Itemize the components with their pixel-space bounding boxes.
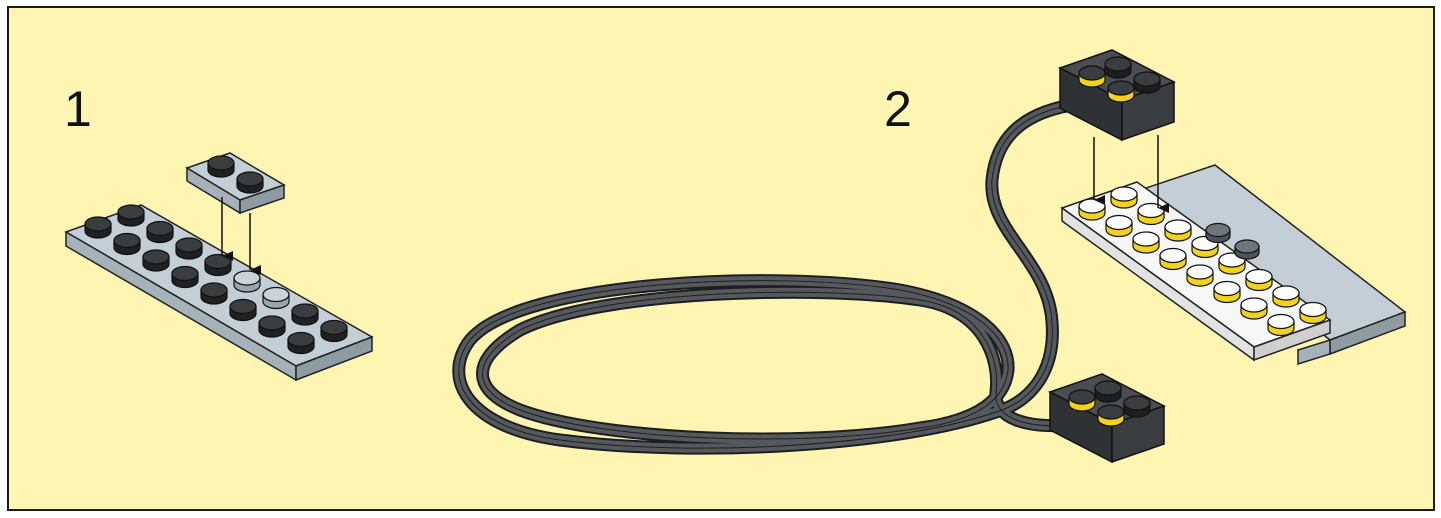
stud-top [1079, 199, 1105, 213]
stud-top [1095, 381, 1121, 395]
stud-top [1098, 405, 1124, 419]
stud-top [1124, 396, 1150, 410]
stud-top [1160, 249, 1186, 263]
stud-top [1268, 315, 1294, 329]
stud-top [1241, 298, 1267, 312]
stud-top [1300, 303, 1326, 317]
wire-cable-icon [459, 104, 1078, 448]
stud-top [1111, 187, 1137, 201]
stud-top [1134, 72, 1160, 86]
stud-top [205, 255, 231, 269]
sensor-brick-icon [1050, 374, 1164, 462]
stud-top [1105, 57, 1131, 71]
stud-top [263, 288, 289, 302]
stud-top [1069, 390, 1095, 404]
sensor-brick-icon [1060, 50, 1174, 140]
stud-top [230, 300, 256, 314]
stud-top [114, 234, 140, 248]
step-2-plate-assembly [1062, 165, 1405, 364]
stud-top [1133, 232, 1159, 246]
stud-top [118, 205, 144, 219]
stud-top [1106, 216, 1132, 230]
stud-top [234, 271, 260, 285]
stud-top [1187, 265, 1213, 279]
stud-top [288, 333, 314, 347]
stud-top [201, 283, 227, 297]
stud-top [292, 304, 318, 318]
stud-top [237, 172, 263, 186]
step-1-small-plate [187, 153, 284, 213]
stud-top [1108, 81, 1134, 95]
stud-top [1246, 270, 1272, 284]
stud-top [1235, 240, 1259, 253]
stud-top [147, 222, 173, 236]
stud-top [1138, 204, 1164, 218]
stud-top [172, 267, 198, 281]
stud-top [1214, 282, 1240, 296]
stud-top [85, 217, 111, 231]
stud-top [1206, 224, 1230, 237]
stud-top [143, 250, 169, 264]
stud-top [208, 156, 234, 170]
stud-top [259, 316, 285, 330]
stud-top [321, 321, 347, 335]
stud-top [1273, 286, 1299, 300]
stud-top [1079, 66, 1105, 80]
stud-top [176, 238, 202, 252]
stud-top [1165, 220, 1191, 234]
step-1-long-plate [66, 205, 372, 380]
